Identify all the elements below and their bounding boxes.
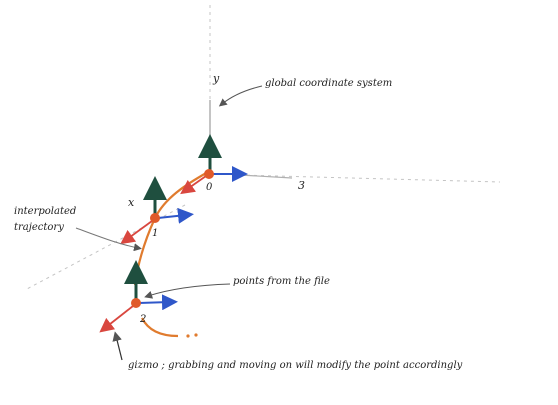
annotation-text: gizmo ; grabbing and moving on will modi… [128,360,463,371]
trajectory-point[interactable] [204,169,214,179]
annotation-interpolated: interpolated trajectory [14,206,138,248]
trajectory-continuation [142,318,178,336]
point-label: 1 [152,228,158,239]
gizmo-diagonal-arrow[interactable] [105,306,133,328]
annotation-text-line1: interpolated [14,206,76,217]
x-axis-label: x [128,196,135,209]
annotation-gizmo: gizmo ; grabbing and moving on will modi… [116,336,463,371]
trajectory-point[interactable] [150,213,160,223]
point-gizmo-2[interactable]: 2 [105,272,170,328]
annotation-global: global coordinate system [222,78,392,104]
z-axis-guide [240,175,500,182]
point-label: 2 [139,314,146,325]
annotation-text-line2: trajectory [14,222,64,233]
point-gizmo-1[interactable]: 1 [126,188,186,240]
y-axis-label: y [212,72,220,85]
trajectory-point[interactable] [131,298,141,308]
annotation-points: points from the file [148,276,330,296]
interpolated-trajectory [135,172,208,285]
annotation-arrow [222,86,262,104]
gizmo-right-arrow[interactable] [158,215,186,218]
annotation-arrow [116,336,122,360]
annotation-text: points from the file [233,276,330,287]
annotation-text: global coordinate system [265,78,392,89]
point-label: 0 [206,182,213,193]
point-gizmo-0[interactable]: 0 [186,146,240,193]
global-axes-guides [25,5,500,290]
annotation-arrow [148,284,230,296]
z-axis-label: 3 [298,179,305,192]
trajectory-dots [186,333,197,337]
gizmo-right-arrow[interactable] [139,302,170,303]
